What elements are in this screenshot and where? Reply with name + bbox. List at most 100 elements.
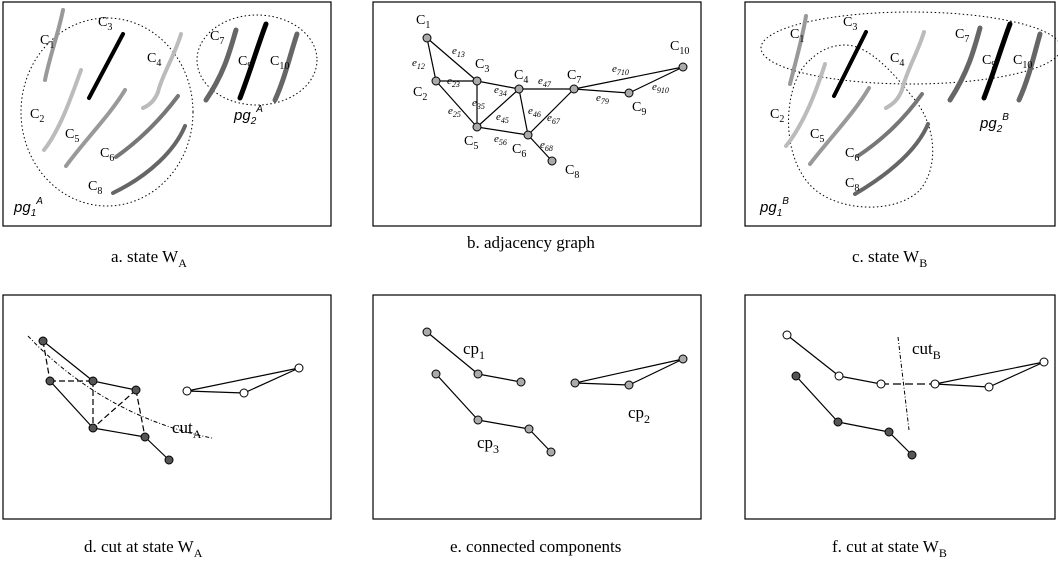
edge-e46 bbox=[518, 88, 529, 136]
node-e-c8 bbox=[546, 447, 556, 457]
edge-d-c6-c8 bbox=[144, 436, 170, 461]
cut-a-dashed-edges bbox=[42, 340, 146, 438]
node-f-c2 bbox=[791, 371, 801, 381]
label-node-c2: C2 bbox=[413, 85, 427, 103]
label-c2-b: C2 bbox=[770, 107, 784, 125]
stroke-c2-b bbox=[784, 62, 827, 148]
edge-f-c9-c10 bbox=[988, 361, 1045, 388]
node-d-c5 bbox=[88, 423, 98, 433]
node-f-c4 bbox=[876, 379, 886, 389]
node-c1 bbox=[422, 33, 432, 43]
label-edge-e68: e68 bbox=[540, 139, 553, 153]
node-e-c10 bbox=[678, 354, 688, 364]
label-edge-e35: e35 bbox=[472, 97, 485, 111]
group-pg2-outline-b bbox=[760, 11, 1058, 85]
stroke-c9-b bbox=[981, 21, 1013, 101]
edge-e-cp3-b bbox=[477, 419, 530, 430]
label-c4: C4 bbox=[147, 51, 161, 69]
panel-d: cutA d. cut at state WA bbox=[2, 294, 332, 560]
edge-f-c2-c5 bbox=[795, 375, 839, 423]
label-c8: C8 bbox=[88, 179, 102, 197]
node-d-c2 bbox=[45, 376, 55, 386]
node-f-c7 bbox=[930, 379, 940, 389]
label-pg1: pg1A bbox=[13, 196, 43, 219]
panel-b: C1 C2 C3 C4 C5 C6 C7 C8 C9 C10 e12 e13 e… bbox=[372, 1, 702, 252]
node-e-c4 bbox=[516, 377, 526, 387]
node-c4 bbox=[514, 84, 524, 94]
label-c4-b: C4 bbox=[890, 51, 904, 69]
label-node-c6: C6 bbox=[512, 142, 526, 160]
edge-f-c7-c10 bbox=[934, 361, 1045, 385]
caption-b: b. adjacency graph bbox=[467, 233, 595, 252]
node-f-c6 bbox=[884, 427, 894, 437]
label-node-c7: C7 bbox=[567, 68, 581, 86]
caption-f: f. cut at state WB bbox=[832, 537, 947, 560]
stroke-c6 bbox=[114, 94, 180, 159]
edge-e-cp3-a bbox=[435, 373, 479, 421]
node-c9 bbox=[624, 88, 634, 98]
cut-a-curve bbox=[27, 335, 213, 439]
stroke-c8 bbox=[111, 124, 187, 195]
label-node-c4: C4 bbox=[514, 68, 528, 86]
label-node-c3: C3 bbox=[475, 57, 489, 75]
label-edge-e34: e34 bbox=[494, 84, 507, 98]
label-cp1: cp1 bbox=[463, 339, 485, 362]
label-node-c9: C9 bbox=[632, 100, 646, 118]
edge-e-cp1-b bbox=[477, 373, 522, 383]
label-edge-e710: e710 bbox=[612, 63, 629, 77]
label-c1: C1 bbox=[40, 33, 54, 51]
stroke-c4 bbox=[141, 32, 183, 110]
component-edges bbox=[426, 331, 684, 453]
node-d-c10 bbox=[294, 363, 304, 373]
node-d-c1 bbox=[38, 336, 48, 346]
node-f-c8 bbox=[907, 450, 917, 460]
label-c3-b: C3 bbox=[843, 15, 857, 33]
edge-e-cp2-c bbox=[574, 358, 684, 384]
edge-e-cp1-a bbox=[426, 331, 479, 375]
panel-c: C1 C3 C4 C2 C5 C6 C8 C7 C9 C10 pg2B pg1B… bbox=[744, 1, 1058, 270]
edge-d-c5-c6 bbox=[92, 427, 146, 438]
label-edge-e910: e910 bbox=[652, 81, 669, 95]
label-c3: C3 bbox=[98, 15, 112, 33]
label-node-c5: C5 bbox=[464, 134, 478, 152]
node-d-c3 bbox=[88, 376, 98, 386]
edge-e25 bbox=[435, 80, 478, 128]
label-edge-e79: e79 bbox=[596, 92, 609, 106]
panel-d-frame bbox=[2, 294, 332, 520]
panel-a: C1 C3 C4 C2 C5 C6 C8 C7 C9 C10 pg2A pg1A… bbox=[2, 1, 332, 270]
stroke-c6-b bbox=[856, 92, 924, 158]
caption-a: a. state WA bbox=[111, 247, 187, 270]
edge-d-c1-c3 bbox=[42, 340, 94, 382]
node-f-c3 bbox=[834, 371, 844, 381]
label-edge-e56: e56 bbox=[494, 133, 507, 147]
edge-e79 bbox=[573, 88, 630, 94]
stroke-c1-b bbox=[788, 14, 808, 86]
edge-e710 bbox=[573, 66, 684, 90]
label-pg2-b: pg2B bbox=[979, 112, 1009, 135]
edge-d-c1-c2 bbox=[42, 340, 51, 382]
cut-b-line bbox=[897, 336, 910, 431]
caption-e: e. connected components bbox=[450, 537, 621, 556]
adjacency-nodes bbox=[422, 33, 688, 166]
stroke-c2 bbox=[42, 68, 83, 152]
label-c9: C9 bbox=[238, 54, 252, 72]
stroke-c10 bbox=[272, 31, 300, 103]
label-edge-e46: e46 bbox=[528, 105, 541, 119]
label-c10-b: C10 bbox=[1013, 53, 1032, 71]
edge-d-c9-c10 bbox=[243, 367, 300, 394]
label-node-c10: C10 bbox=[670, 39, 689, 57]
edge-e12 bbox=[426, 37, 437, 82]
group-pg2-outline bbox=[196, 14, 318, 106]
label-edge-e12: e12 bbox=[412, 57, 425, 71]
label-c7-b: C7 bbox=[955, 27, 969, 45]
label-node-c1: C1 bbox=[416, 13, 430, 31]
label-c5: C5 bbox=[65, 127, 79, 145]
label-cp3: cp3 bbox=[477, 433, 499, 456]
edge-d-c2-c5 bbox=[49, 380, 94, 429]
edge-e68 bbox=[527, 134, 553, 162]
node-e-c3 bbox=[473, 369, 483, 379]
node-f-c9 bbox=[984, 382, 994, 392]
stroke-c7-b bbox=[947, 25, 983, 103]
node-f-c1 bbox=[782, 330, 792, 340]
